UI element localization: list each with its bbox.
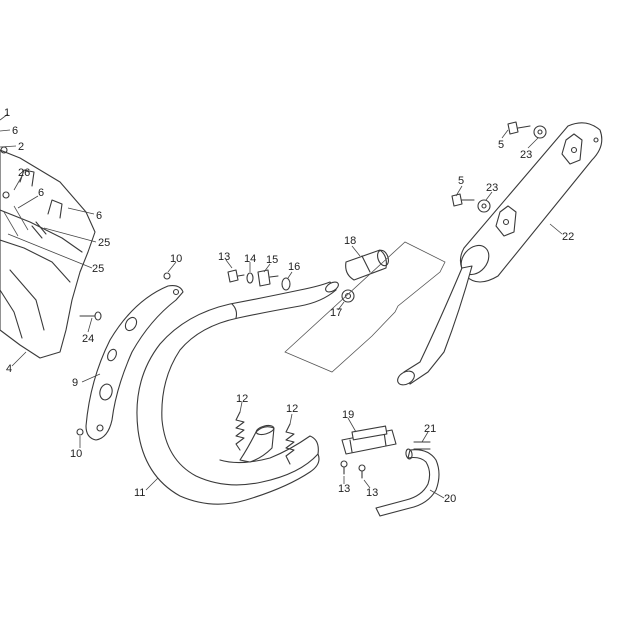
callout-labels: 1 6 2 26 6 6 25 25 24 4 10 9 10 13 14 15… <box>4 107 574 505</box>
callout-2: 2 <box>18 141 24 153</box>
callout-6: 6 <box>12 125 18 137</box>
callout-12: 12 <box>236 393 248 405</box>
cutaway-plane <box>284 241 446 373</box>
callout-11: 11 <box>134 487 145 499</box>
washer-14 <box>246 272 254 284</box>
clamp-screw-13b <box>358 464 366 479</box>
callout-6: 6 <box>38 187 44 199</box>
clamp-19 <box>341 425 397 455</box>
callout-10: 10 <box>170 253 182 265</box>
callout-1: 1 <box>4 107 10 119</box>
silencer-tailpipe <box>397 265 473 386</box>
exhaust-flange <box>239 424 275 463</box>
callout-22: 22 <box>562 231 574 243</box>
clamp-screw-13a <box>340 460 348 475</box>
callout-23: 23 <box>486 182 498 194</box>
silencer-bolt-lower <box>451 193 475 207</box>
silencer-washer-upper <box>533 125 547 139</box>
callout-14: 14 <box>244 253 256 265</box>
callout-16: 16 <box>288 261 300 273</box>
callout-25: 25 <box>98 237 110 249</box>
spring-right <box>285 423 295 465</box>
washer-16 <box>281 277 291 291</box>
callout-24: 24 <box>82 333 94 345</box>
heat-shield-bolt-upper <box>163 272 171 280</box>
callout-18: 18 <box>344 235 356 247</box>
callout-6: 6 <box>96 210 102 222</box>
heat-shield-bolt-lower <box>76 428 84 436</box>
rubber-sleeve-18 <box>345 249 389 281</box>
mount-bolt-13 <box>227 269 245 283</box>
callout-25: 25 <box>92 263 104 275</box>
spring-left <box>235 411 245 451</box>
callout-5: 5 <box>498 139 504 151</box>
callout-20: 20 <box>444 493 456 505</box>
callout-15: 15 <box>266 254 278 266</box>
callout-21: 21 <box>424 423 436 435</box>
callout-26: 26 <box>18 167 30 179</box>
callout-19: 19 <box>342 409 354 421</box>
silencer <box>459 122 603 283</box>
callout-5: 5 <box>458 175 464 187</box>
silencer-bolt-upper <box>507 121 531 135</box>
nut-17 <box>341 289 355 303</box>
callout-23: 23 <box>520 149 532 161</box>
callout-4: 4 <box>6 363 12 375</box>
silencer-washer-lower <box>477 199 491 213</box>
bolt-24 <box>79 311 102 321</box>
heat-shield <box>85 285 184 441</box>
bend-tube-20 <box>375 448 440 517</box>
o-ring-21 <box>413 441 431 450</box>
callout-17: 17 <box>330 307 342 319</box>
callout-13: 13 <box>366 487 378 499</box>
callout-13: 13 <box>218 251 230 263</box>
airbox-assembly <box>0 146 96 359</box>
callout-12: 12 <box>286 403 298 415</box>
callout-13: 13 <box>338 483 350 495</box>
rubber-mount-15 <box>257 269 279 287</box>
callout-9: 9 <box>72 377 78 389</box>
callout-10: 10 <box>70 448 82 460</box>
leader-lines <box>0 113 563 499</box>
